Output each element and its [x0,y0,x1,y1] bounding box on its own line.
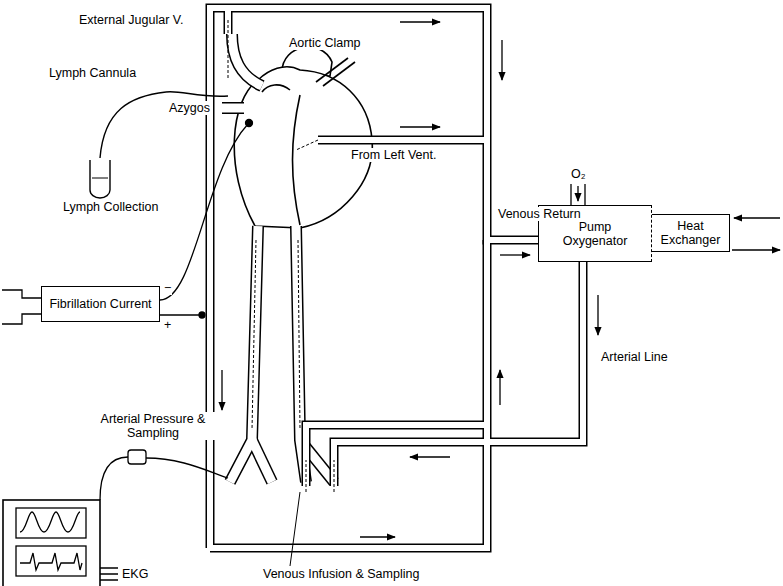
monitor [3,500,100,586]
collection-tube [90,160,110,198]
ekg-leads [100,568,118,580]
pressure-wave [20,512,80,532]
vessel-label: Azygos [168,101,211,115]
lymph-cannula [90,92,228,198]
azygos-vessel [222,104,244,113]
polarity-sign: + [163,318,172,332]
lower-venous-tube [210,240,487,548]
tubing [210,8,583,548]
heat-exchanger-box: Heat Exchanger [652,214,730,252]
part-label: Aortic Clamp [288,36,362,50]
caval-cannula [298,240,300,430]
fibrillation-wires [2,120,253,325]
azygos-vessel [222,102,244,114]
gas-label: O₂ [570,167,587,181]
oxygen-inlet [571,184,585,205]
box-label: Heat Exchanger [660,219,722,247]
ekg-wave [20,553,82,570]
vessels [222,34,334,482]
monitoring [3,450,300,586]
part-label: Lymph Cannula [48,66,137,80]
pressure-line [146,458,228,478]
venous-cannula [306,460,307,492]
vent-cannula [296,140,318,150]
arterial-tube [334,262,583,486]
aortic-clamp [316,58,355,86]
flow-arrows [222,22,780,537]
flow-label: From Left Vent. [350,148,437,162]
jugular-vessel [232,34,262,86]
vessels [222,34,334,482]
tubing [210,8,583,548]
current-source-box: Fibrillation Current [41,286,160,322]
iliac-artery [252,440,272,482]
septum-line [293,95,301,225]
box-label: Pump Oxygenator [546,220,644,248]
box-label: Fibrillation Current [49,297,151,311]
left-vent-tube [318,136,487,145]
iliac-artery [252,440,272,482]
arterial-tube [334,262,583,486]
pressure-transducer [128,450,146,464]
venous-tube [210,8,538,548]
signal-label: EKG [121,567,149,581]
transducer-lead [100,457,128,500]
flow-label: Arterial Line [600,350,669,364]
aortic-cannula [252,240,256,430]
jugular-cannula [228,20,229,80]
auricle [262,85,290,92]
flow-label: Venous Return [497,207,582,221]
jugular-vessel [232,34,262,86]
arterial-cannula [334,460,335,492]
instrument-label: Arterial Pressure & Sampling [82,412,224,440]
vessel-label: External Jugular V. [78,13,184,27]
pressure-screen [16,508,86,538]
left-vent-tube [318,137,487,143]
infusion-leader [290,492,300,566]
venous-tube [210,8,538,548]
lower-venous-tube [210,240,487,548]
polarity-sign: − [163,281,172,295]
instrument-label: Venous Infusion & Sampling [262,567,420,581]
cannulas [228,20,334,492]
ekg-screen [16,546,86,576]
part-label: Lymph Collection [62,200,159,214]
